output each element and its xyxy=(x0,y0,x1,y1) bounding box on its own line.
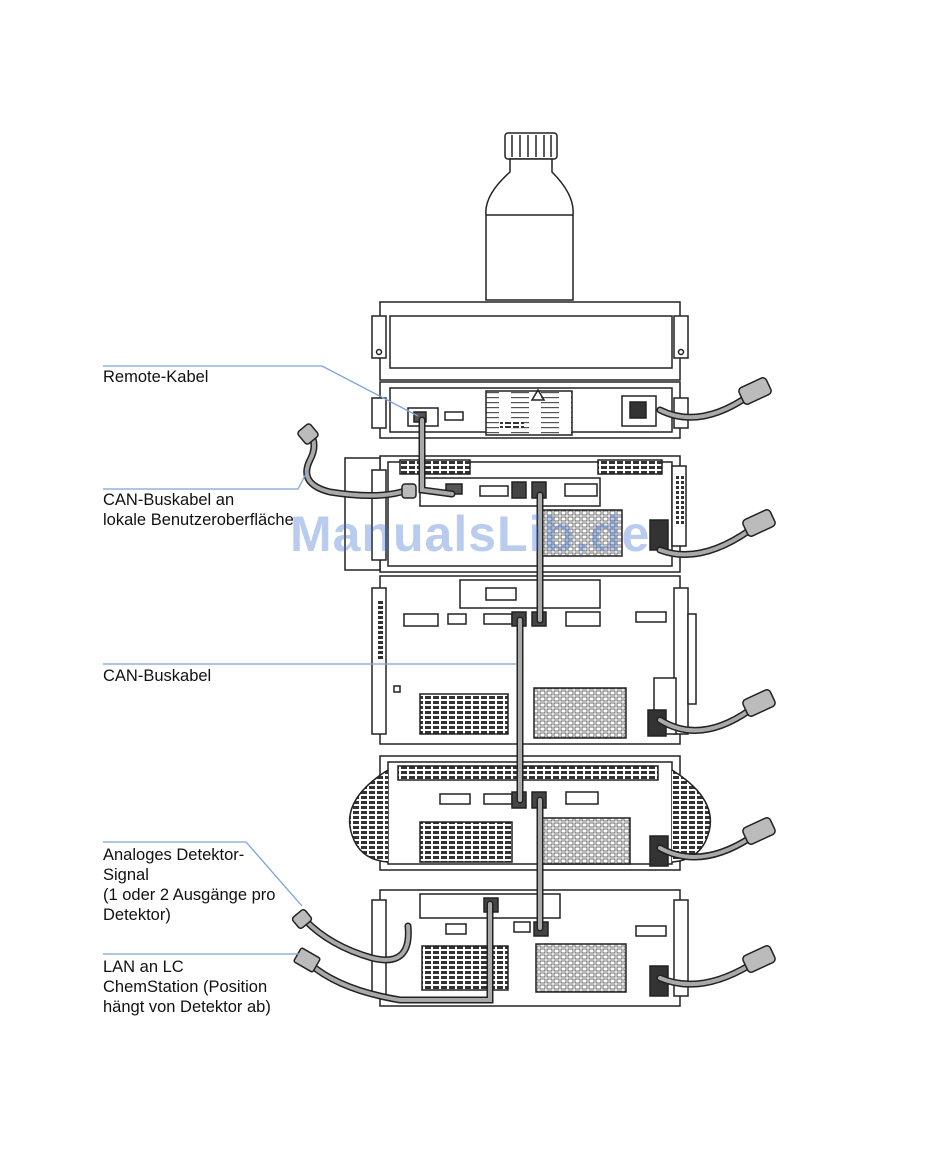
column-compartment-module xyxy=(350,756,711,870)
remote-cable-label: Remote-Kabel xyxy=(103,367,208,387)
autosampler-module xyxy=(372,576,696,744)
solvent-bottle xyxy=(486,133,573,300)
solvent-cabinet xyxy=(372,302,688,380)
can-bus-local-label: CAN-Buskabel an lokale Benutzeroberfläch… xyxy=(103,490,294,530)
lan-label: LAN an LC ChemStation (Position hängt vo… xyxy=(103,957,271,1017)
analog-signal-label: Analoges Detektor- Signal (1 oder 2 Ausg… xyxy=(103,845,275,925)
watermark: ManualsLib.de xyxy=(290,505,650,563)
can-bus-label: CAN-Buskabel xyxy=(103,666,211,686)
detector-module xyxy=(372,890,688,1006)
